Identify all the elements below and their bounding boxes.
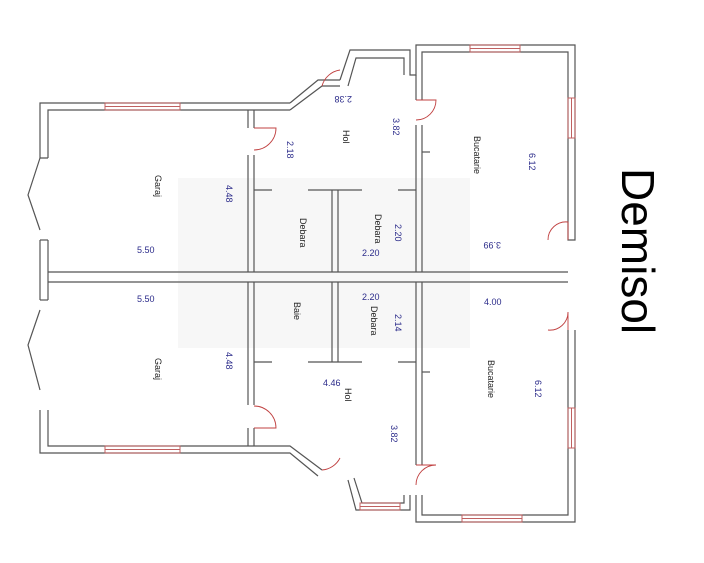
dim-bucatarie-bottom-width: 4.00 bbox=[484, 297, 502, 307]
room-label-hol-bottom: Hol bbox=[343, 388, 353, 402]
interior-walls bbox=[48, 75, 568, 465]
dim-bucatarie-bottom-height: 6.12 bbox=[533, 380, 543, 398]
room-label-debara-right-top: Debara bbox=[373, 214, 383, 244]
plan-title: Demisol bbox=[612, 168, 664, 334]
dim-hol-top-a: 2.38 bbox=[334, 94, 352, 104]
windows bbox=[104, 44, 576, 523]
dim-bucatarie-top-height: 6.12 bbox=[527, 153, 537, 171]
doors bbox=[27, 69, 569, 486]
dim-hol-top-b: 2.18 bbox=[285, 141, 295, 159]
watermark-area bbox=[178, 178, 470, 348]
dim-garaj-top-width: 5.50 bbox=[137, 245, 155, 255]
dim-garaj-top-height: 4.48 bbox=[224, 185, 234, 203]
dim-garaj-bottom-width: 5.50 bbox=[137, 294, 155, 304]
dim-hol-bottom-height: 3.82 bbox=[389, 425, 399, 443]
room-label-baie: Baie bbox=[292, 302, 302, 320]
room-label-debara-right-bottom: Debara bbox=[369, 306, 379, 336]
room-label-garaj-top: Garaj bbox=[153, 175, 163, 197]
dim-hol-top-c: 3.82 bbox=[391, 118, 401, 136]
dim-debara-top-height: 2.20 bbox=[393, 224, 403, 242]
dim-debara-bottom-width: 2.20 bbox=[362, 292, 380, 302]
dim-debara-bottom-height: 2.14 bbox=[393, 314, 403, 332]
room-label-hol-top: Hol bbox=[341, 130, 351, 144]
room-label-bucatarie-top: Bucatarie bbox=[472, 136, 482, 174]
room-label-bucatarie-bottom: Bucatarie bbox=[486, 360, 496, 398]
dim-hol-bottom-width: 4.46 bbox=[323, 378, 341, 388]
room-label-garaj-bottom: Garaj bbox=[153, 358, 163, 380]
dim-bucatarie-top-width: 3.99 bbox=[483, 240, 501, 250]
dim-debara-top-width: 2.20 bbox=[362, 248, 380, 258]
room-label-debara-left: Debara bbox=[298, 218, 308, 248]
dim-garaj-bottom-height: 4.48 bbox=[224, 352, 234, 370]
